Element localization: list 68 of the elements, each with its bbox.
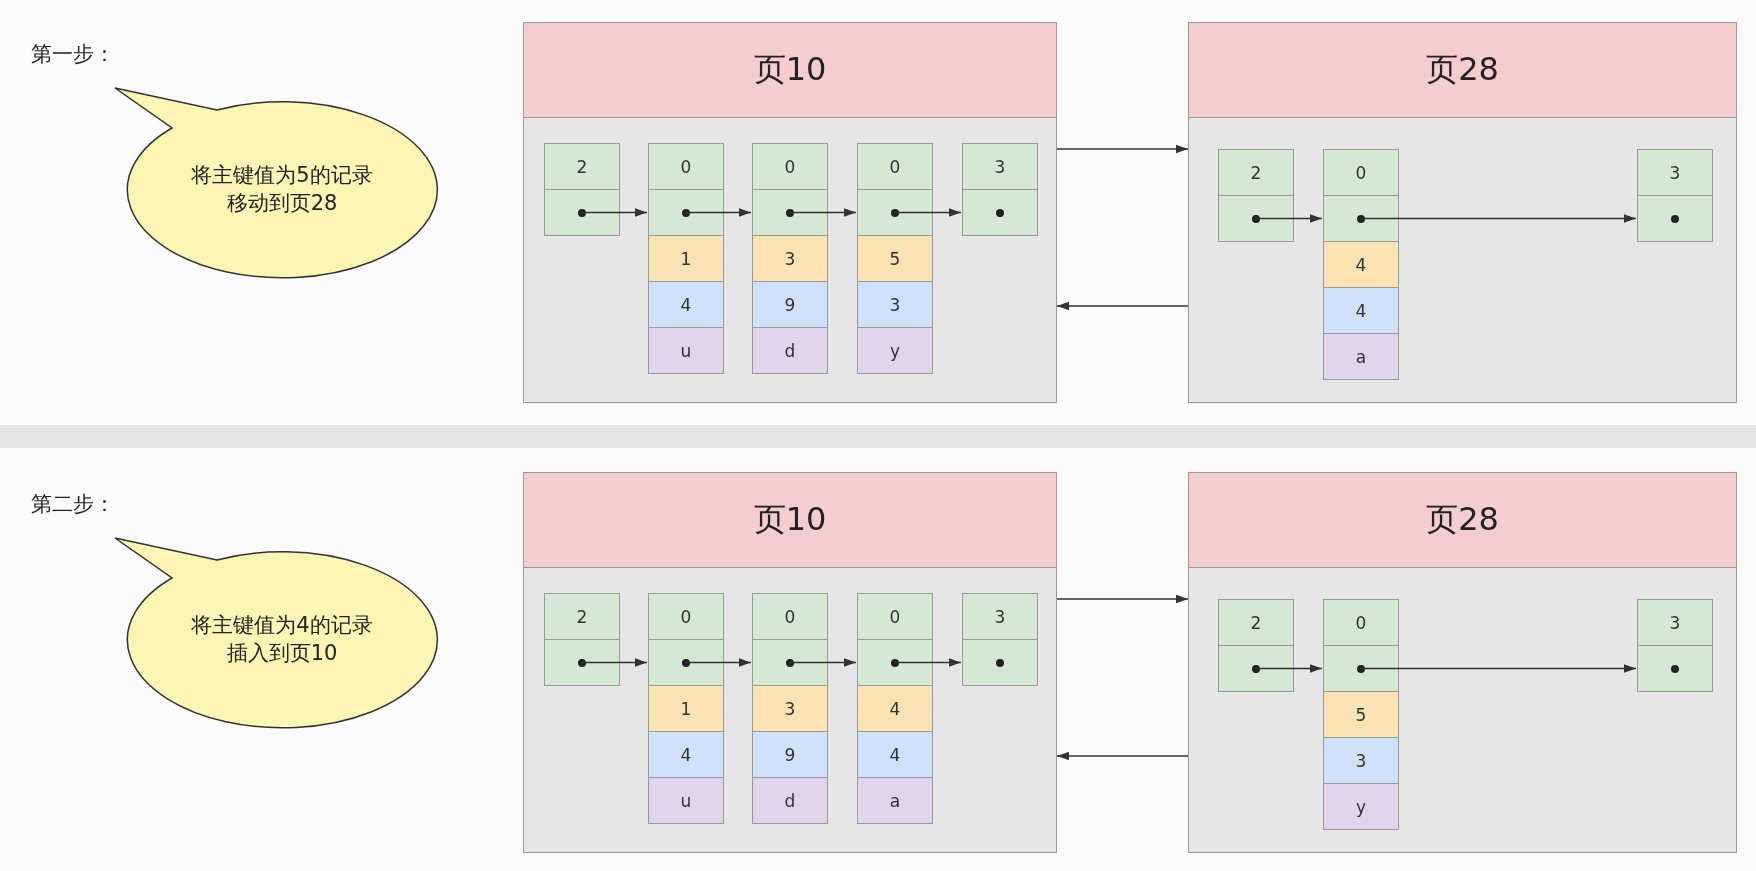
arrow xyxy=(684,658,752,667)
arrow xyxy=(1056,594,1189,604)
record-field: d xyxy=(752,327,828,374)
record-field: 3 xyxy=(962,593,1038,640)
arrow xyxy=(580,658,648,667)
arrow xyxy=(1359,664,1637,673)
record-field: 3 xyxy=(752,235,828,282)
record-field: 5 xyxy=(857,235,933,282)
page-header: 页10 xyxy=(523,22,1057,118)
record-field: a xyxy=(857,777,933,824)
record-field: 2 xyxy=(1218,149,1294,196)
arrow xyxy=(684,208,752,217)
record-field: 4 xyxy=(857,685,933,732)
record-field: u xyxy=(648,777,724,824)
arrow xyxy=(893,208,962,217)
record-field: 1 xyxy=(648,235,724,282)
arrow xyxy=(788,208,857,217)
page-box xyxy=(523,22,1057,403)
arrow xyxy=(1254,214,1323,223)
record-field: 0 xyxy=(752,143,828,190)
record-field: u xyxy=(648,327,724,374)
record-field: 3 xyxy=(962,143,1038,190)
record-field: a xyxy=(1323,333,1399,380)
record-field: 3 xyxy=(857,281,933,328)
record-field: y xyxy=(857,327,933,374)
arrow xyxy=(1254,664,1323,673)
arrow xyxy=(893,658,962,667)
record-field: 3 xyxy=(1637,599,1713,646)
arrow xyxy=(1056,301,1189,311)
arrow xyxy=(1359,214,1637,223)
page-box xyxy=(1188,22,1737,403)
record-field: 5 xyxy=(1323,691,1399,738)
arrow xyxy=(1056,144,1189,154)
bubble-text: 将主键值为5的记录移动到页28 xyxy=(190,162,374,217)
record-field: d xyxy=(752,777,828,824)
page-header: 页28 xyxy=(1188,472,1737,568)
record-field: 4 xyxy=(648,281,724,328)
page-box xyxy=(523,472,1057,853)
record-field: 4 xyxy=(648,731,724,778)
record-field: 3 xyxy=(1637,149,1713,196)
record-field: 0 xyxy=(857,593,933,640)
record-field: 4 xyxy=(1323,241,1399,288)
step-label: 第二步： xyxy=(31,491,115,518)
record-field: 1 xyxy=(648,685,724,732)
record-field: 0 xyxy=(1323,599,1399,646)
record-field: 2 xyxy=(1218,599,1294,646)
record-field: 4 xyxy=(1323,287,1399,334)
page-header: 页28 xyxy=(1188,22,1737,118)
record-field: 4 xyxy=(857,731,933,778)
record-field: 0 xyxy=(648,143,724,190)
arrow xyxy=(788,658,857,667)
page-header: 页10 xyxy=(523,472,1057,568)
record-field: 9 xyxy=(752,281,828,328)
record-field: 0 xyxy=(648,593,724,640)
step-label: 第一步： xyxy=(31,41,115,68)
record-field: 2 xyxy=(544,143,620,190)
arrow xyxy=(580,208,648,217)
record-field: 3 xyxy=(752,685,828,732)
record-field: 0 xyxy=(857,143,933,190)
bubble-text: 将主键值为4的记录插入到页10 xyxy=(190,612,374,667)
arrow xyxy=(1056,751,1189,761)
record-field: 0 xyxy=(752,593,828,640)
record-field: y xyxy=(1323,783,1399,830)
record-field: 2 xyxy=(544,593,620,640)
record-field: 0 xyxy=(1323,149,1399,196)
record-field: 3 xyxy=(1323,737,1399,784)
page-box xyxy=(1188,472,1737,853)
record-field: 9 xyxy=(752,731,828,778)
